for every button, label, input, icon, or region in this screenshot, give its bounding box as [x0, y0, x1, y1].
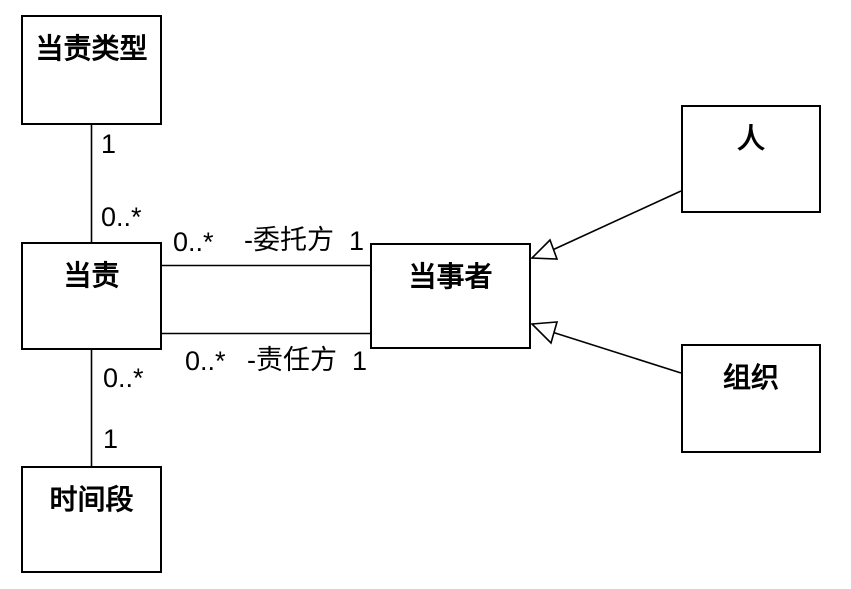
class-title-party: 当事者	[408, 261, 493, 292]
class-box-organization[interactable]: 组织	[681, 344, 821, 453]
multiplicity-label-responsible-target: 1	[352, 346, 368, 376]
generalization-arrowhead-organization	[530, 321, 559, 345]
class-box-accountability[interactable]: 当责	[21, 242, 162, 350]
class-title-organization: 组织	[722, 362, 779, 393]
role-name-label-delegator: -委托方	[244, 225, 334, 255]
class-title-accountability-type: 当责类型	[35, 33, 148, 64]
class-title-accountability: 当责	[63, 260, 120, 291]
multiplicity-label-accountability-bottom-side: 0..*	[103, 363, 144, 393]
multiplicity-label-timeperiod-side: 1	[103, 424, 119, 454]
role-name-label-responsible: -责任方	[247, 345, 337, 375]
multiplicity-label-delegator-target: 1	[349, 226, 365, 256]
class-box-person[interactable]: 人	[681, 105, 821, 213]
class-title-time-period: 时间段	[49, 484, 134, 515]
generalization-line-person	[553, 190, 682, 251]
generalization-arrowhead-person	[530, 238, 559, 260]
multiplicity-label-responsible-source: 0..*	[185, 346, 226, 376]
class-title-person: 人	[736, 123, 765, 154]
class-box-time-period[interactable]: 时间段	[21, 466, 162, 573]
generalization-line-organization	[553, 331, 682, 374]
multiplicity-label-delegator-source: 0..*	[173, 227, 214, 257]
class-box-accountability-type[interactable]: 当责类型	[21, 15, 162, 125]
multiplicity-label-accountability-top-side: 0..*	[101, 202, 142, 232]
multiplicity-label-type-side: 1	[101, 129, 117, 159]
class-box-party[interactable]: 当事者	[370, 243, 531, 349]
